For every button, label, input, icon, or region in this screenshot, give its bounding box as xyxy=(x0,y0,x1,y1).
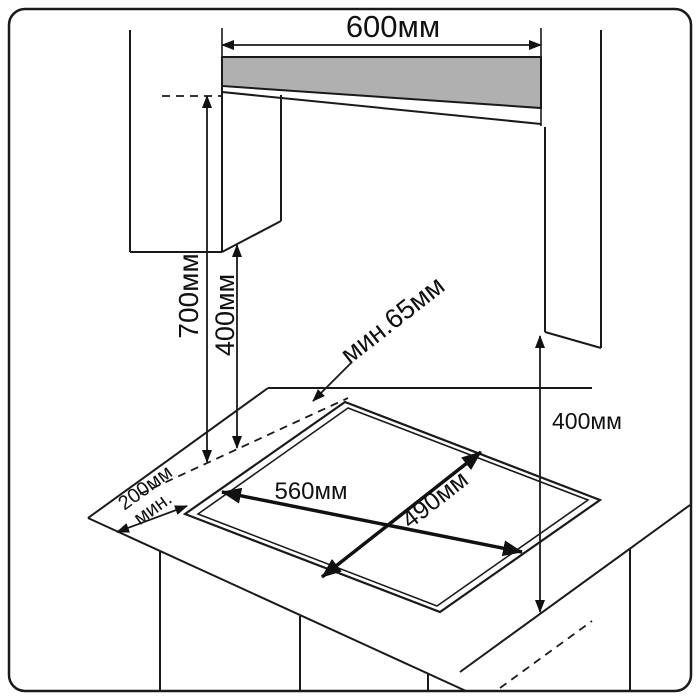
hob-cutout xyxy=(182,400,603,614)
dim490-arrow-line xyxy=(320,450,483,579)
min200-arrow-line xyxy=(116,505,188,533)
dim400-right-label: 400мм xyxy=(552,408,622,434)
hood-projection-dashed-line xyxy=(139,397,349,495)
counter-right-dashed-line xyxy=(499,620,593,689)
dim-side-height: 400мм xyxy=(535,335,622,613)
dim-hood-to-counter: 700мм xyxy=(173,95,212,463)
dim600-label: 600мм xyxy=(346,9,440,44)
counter-right-edge-line xyxy=(459,504,691,673)
right-upper-cabinet xyxy=(544,30,602,349)
hood-underside-line xyxy=(221,91,542,125)
right-cabinet-bottom-line xyxy=(544,331,602,349)
dim560-label: 560мм xyxy=(274,478,347,505)
dim400-left-label: 400мм xyxy=(210,274,240,356)
dim-hood-width: 600мм xyxy=(221,9,542,126)
cutout-inner-lip xyxy=(196,407,590,607)
base-cabinet xyxy=(159,549,631,691)
cabinet-bottom-depth-line xyxy=(221,220,282,253)
dim700-label: 700мм xyxy=(173,253,204,338)
hood-panel xyxy=(221,56,542,125)
min65-pointer-arrow xyxy=(312,361,353,402)
dim-cabinet-to-counter: 400мм xyxy=(210,244,242,449)
counter-front-edge-line xyxy=(87,517,467,692)
cutout-outer-edge xyxy=(182,400,603,614)
